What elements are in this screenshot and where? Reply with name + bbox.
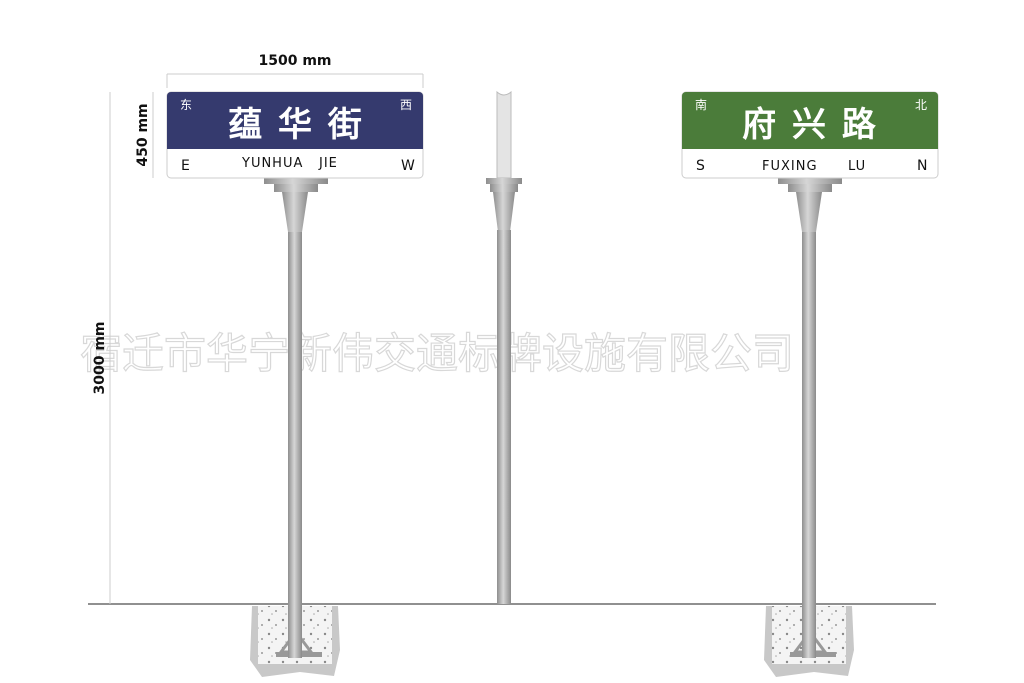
street-name-en-1: FUXING	[762, 159, 818, 174]
width-label: 1500 mm	[258, 53, 331, 69]
right-pole	[802, 230, 816, 658]
pole-height-label: 3000 mm	[92, 321, 108, 394]
dimension-width: 1500 mm	[166, 53, 424, 88]
direction-cn-right: 北	[915, 98, 927, 112]
direction-cn-right: 西	[400, 98, 412, 112]
left-pole	[288, 230, 302, 658]
direction-en-right: N	[917, 158, 927, 174]
right-street-sign: 南 北 府 兴 路 S N FUXING LU	[681, 91, 939, 179]
direction-cn-left: 东	[180, 98, 192, 112]
street-name-en-2: LU	[848, 159, 866, 174]
side-view-pole	[486, 90, 522, 604]
street-name-en-1: YUNHUA	[241, 156, 303, 171]
watermark-text: 宿迁市华宁新伟交通标牌设施有限公司	[80, 329, 794, 378]
direction-cn-left: 南	[695, 97, 707, 112]
street-name-cn: 府 兴 路	[742, 105, 878, 145]
left-pole-bracket	[264, 178, 328, 232]
direction-en-right: W	[401, 158, 415, 174]
dimension-sign-height: 450 mm	[135, 92, 154, 178]
sign-height-label: 450 mm	[135, 103, 151, 166]
dimension-pole-height: 3000 mm	[92, 92, 111, 604]
street-name-cn: 蕴 华 街	[228, 105, 364, 145]
direction-en-left: S	[696, 158, 705, 174]
right-pole-bracket	[778, 178, 842, 232]
left-street-sign: 东 西 蕴 华 街 E W YUNHUA JIE	[166, 91, 424, 179]
street-name-en-2: JIE	[318, 156, 338, 171]
direction-en-left: E	[181, 158, 190, 174]
